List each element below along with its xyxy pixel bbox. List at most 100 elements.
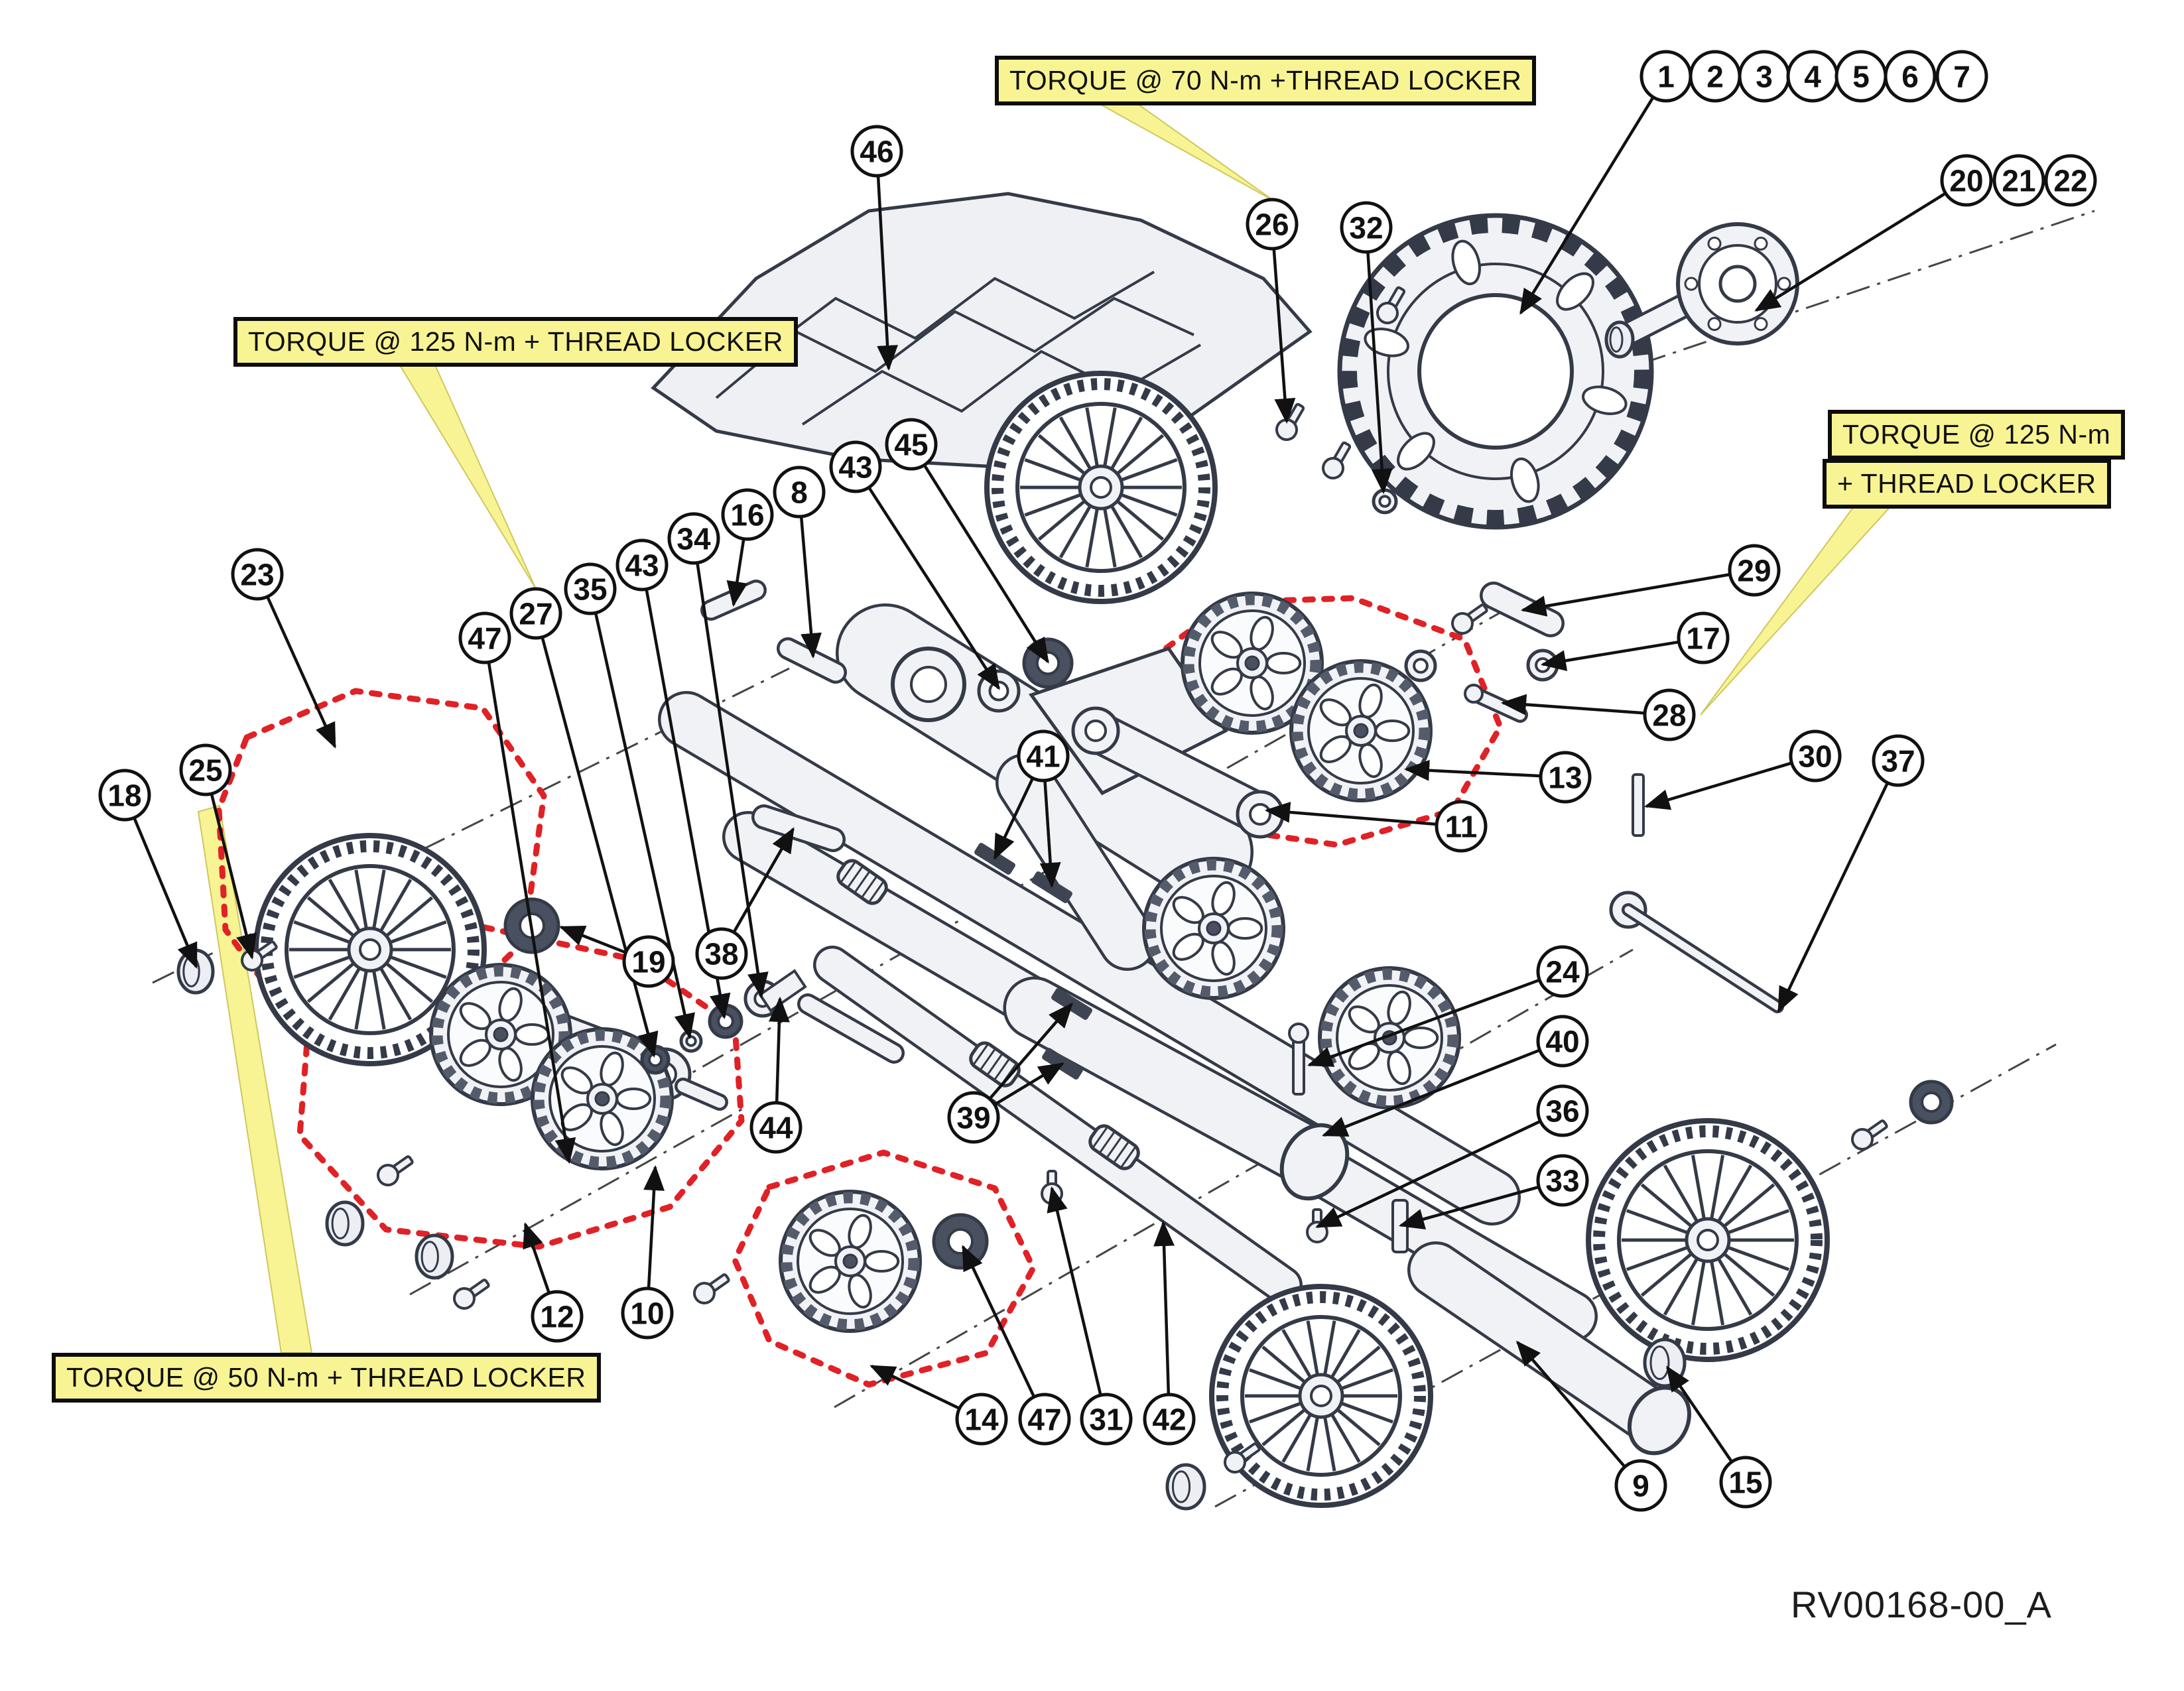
balloon-number: 21 (2002, 164, 2035, 198)
leader-line-20 (1754, 192, 1947, 312)
leader-line-9 (1515, 1340, 1626, 1468)
leader-line-41 (1039, 780, 1061, 889)
balloon-14: 14 (955, 1393, 1008, 1446)
balloon-number: 31 (1089, 1403, 1123, 1437)
balloon-number: 1 (1657, 60, 1675, 94)
balloon-3: 3 (1738, 50, 1791, 103)
leader-line-28 (1500, 694, 1645, 716)
leader-line-19 (559, 925, 627, 954)
balloon-number: 43 (625, 548, 659, 583)
leader-line-12 (523, 1221, 551, 1294)
leader-line-31 (1047, 1186, 1102, 1396)
balloon-5: 5 (1834, 50, 1888, 103)
balloon-22: 22 (2044, 154, 2097, 207)
leader-line-47a (487, 662, 576, 1164)
balloon-number: 15 (1728, 1466, 1762, 1500)
balloon-number: 47 (1027, 1403, 1061, 1437)
balloon-number: 7 (1953, 60, 1970, 94)
leader-line-17 (1540, 640, 1679, 672)
leader-line-41 (993, 777, 1035, 860)
torque-leader-wedge (1700, 503, 1895, 716)
balloon-number: 34 (676, 522, 711, 556)
balloon-12: 12 (531, 1290, 584, 1343)
leader-line-42 (1153, 1220, 1175, 1395)
balloon-number: 23 (240, 558, 274, 592)
leader-line-34 (696, 562, 769, 999)
balloon-number: 45 (894, 428, 928, 462)
balloon-number: 4 (1804, 60, 1821, 94)
leader-line-13 (1403, 759, 1541, 781)
balloon-number: 20 (1949, 164, 1983, 198)
balloon-35: 35 (564, 562, 617, 615)
balloon-9: 9 (1614, 1459, 1667, 1512)
balloon-16: 16 (721, 488, 774, 541)
balloon-23: 23 (231, 548, 284, 601)
balloon-11: 11 (1435, 800, 1488, 853)
balloon-24: 24 (1536, 945, 1589, 998)
balloon-38: 38 (695, 927, 748, 980)
balloon-40: 40 (1536, 1015, 1589, 1068)
balloon-number: 12 (540, 1300, 574, 1334)
balloon-number: 11 (1445, 810, 1478, 844)
balloon-number: 28 (1652, 698, 1686, 733)
balloon-number: 2 (1706, 60, 1724, 94)
leader-line-25 (210, 793, 257, 960)
torque-label-50nm: TORQUE @ 50 N-m + THREAD LOCKER (52, 1353, 601, 1403)
balloon-20: 20 (1940, 154, 1993, 207)
leader-line-39 (988, 1002, 1074, 1100)
leader-line-18 (133, 817, 198, 969)
leader-line-43b (867, 486, 1000, 690)
balloon-1: 1 (1639, 50, 1693, 103)
torque-leader-wedge (1089, 99, 1275, 202)
balloon-32: 32 (1340, 201, 1393, 254)
balloon-number: 39 (956, 1101, 990, 1135)
balloon-42: 42 (1143, 1393, 1196, 1446)
balloon-6: 6 (1884, 50, 1937, 103)
leader-line-26 (1272, 248, 1296, 424)
leader-line-10 (643, 1164, 665, 1289)
torque-label-125nm-right-line1: TORQUE @ 125 N-m (1828, 410, 2126, 460)
balloon-47b: 47 (1018, 1393, 1071, 1446)
balloon-number: 16 (730, 498, 764, 532)
leader-line-30 (1643, 761, 1793, 810)
balloon-10: 10 (621, 1286, 674, 1340)
balloon-4: 4 (1786, 50, 1839, 103)
balloon-7: 7 (1935, 50, 1988, 103)
balloon-21: 21 (1992, 154, 2045, 207)
balloon-number: 5 (1852, 60, 1870, 94)
balloon-36: 36 (1536, 1084, 1589, 1137)
balloon-19: 19 (622, 935, 675, 988)
balloon-number: 22 (2053, 164, 2087, 198)
balloon-number: 18 (107, 779, 141, 813)
balloon-30: 30 (1789, 729, 1842, 783)
balloon-27: 27 (509, 587, 562, 640)
balloon-number: 44 (759, 1111, 793, 1145)
red-dotted-outline (732, 1149, 1037, 1388)
balloon-33: 33 (1536, 1154, 1589, 1207)
callout-leader-lines (133, 96, 1947, 1468)
leader-line-36 (1315, 1119, 1541, 1229)
balloon-41: 41 (1017, 729, 1070, 783)
leader-line-40 (1322, 1048, 1541, 1137)
balloon-number: 8 (791, 475, 808, 510)
balloon-26: 26 (1246, 198, 1299, 251)
balloon-37: 37 (1872, 734, 1925, 787)
balloon-17: 17 (1677, 611, 1730, 664)
balloon-29: 29 (1728, 544, 1781, 597)
balloon-number: 6 (1901, 60, 1919, 94)
balloon-34: 34 (667, 512, 720, 565)
balloon-45: 45 (885, 418, 938, 471)
balloon-number: 26 (1255, 208, 1289, 242)
balloon-44: 44 (749, 1101, 803, 1154)
balloon-47a: 47 (458, 611, 511, 664)
balloon-number: 46 (860, 135, 893, 169)
balloon-number: 19 (631, 945, 665, 979)
balloon-number: 33 (1545, 1164, 1579, 1198)
balloon-number: 17 (1686, 621, 1720, 656)
balloon-number: 27 (519, 597, 552, 631)
leader-line-24 (1307, 978, 1541, 1067)
leader-line-8 (799, 516, 822, 659)
drawing-number: RV00168-00_A (1791, 1584, 2052, 1625)
balloon-number: 32 (1349, 211, 1383, 245)
